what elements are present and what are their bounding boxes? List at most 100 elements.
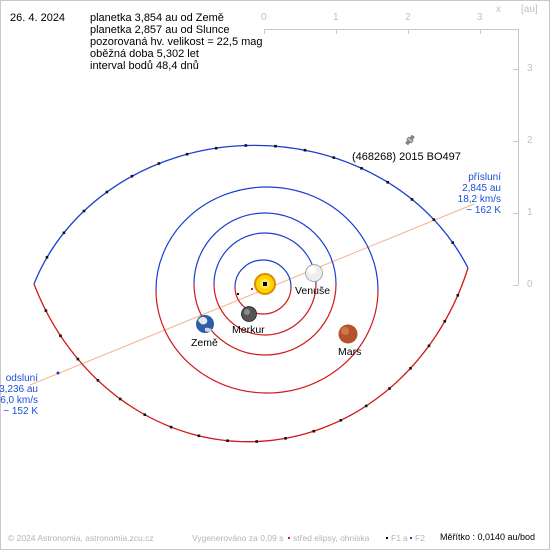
asteroid-position-dot <box>45 256 49 259</box>
earth-orbit-lower <box>193 283 337 356</box>
perihelion-info: přísluní 2,845 au 18,2 km/s ~ 162 K <box>458 172 501 216</box>
x-tick-label: 0 <box>261 12 267 23</box>
perihelion-speed: 18,2 km/s <box>457 194 501 205</box>
aphelion-info: odsluní 3,236 au 16,0 km/s ~ 152 K <box>0 373 38 417</box>
asteroid-position-dot <box>118 397 122 401</box>
asteroid-position-dot <box>76 357 80 361</box>
aphelion-title: odsluní <box>5 373 38 384</box>
generated-time: Vygenerováno za 0,09 s <box>192 533 284 543</box>
asteroid-position-dot <box>409 367 412 370</box>
venus-highlight <box>308 266 316 274</box>
scale-label: Měřítko : 0,0140 au/bod <box>440 532 536 542</box>
asteroid-position-dot <box>432 218 436 221</box>
asteroid-position-dot <box>143 413 147 416</box>
asteroid-position-dot <box>443 320 447 323</box>
earth-icon <box>196 315 214 333</box>
legend-f2-dot <box>410 537 412 539</box>
asteroid-position-dot <box>312 429 316 433</box>
info-line: pozorovaná hv. velikost = 22,5 mag <box>90 36 263 48</box>
earth-orbit <box>193 212 337 285</box>
asteroid-orbit-below-ecliptic <box>33 267 469 443</box>
asteroid-position-dot <box>274 144 277 148</box>
asteroid-position-dot <box>105 190 109 194</box>
legend-f1-dot <box>386 537 388 539</box>
asteroid-position-dot <box>386 181 389 184</box>
asteroid-position-dot <box>82 209 86 213</box>
asteroid-position-dot <box>44 309 48 312</box>
venus-label: Venuše <box>295 285 331 297</box>
mars-label: Mars <box>338 346 362 358</box>
mercury-label: Merkur <box>232 324 265 336</box>
asteroid-position-dot <box>255 440 258 443</box>
aphelion-speed: 16,0 km/s <box>0 395 38 406</box>
y-tick-label: 2 <box>527 135 533 146</box>
asteroid-position-dot <box>157 162 161 165</box>
asteroid-position-dot <box>244 144 248 147</box>
x-axis-label: x <box>496 4 501 15</box>
perihelion-distance: 2,845 au <box>462 183 501 194</box>
info-line: planetka 2,857 au od Slunce <box>90 24 230 36</box>
earth-label: Země <box>191 337 218 349</box>
mercury-orbit <box>234 259 292 288</box>
aphelion-marker <box>56 371 60 375</box>
legend-center-dot <box>288 537 290 539</box>
legend-center-label: střed elipsy, ohniska <box>293 533 370 543</box>
asteroid-position-dot <box>451 241 454 244</box>
asteroid-position-dot <box>339 419 343 422</box>
apsides-line <box>29 203 475 386</box>
legend-f2-label: F2 <box>415 533 425 543</box>
mars-icon <box>338 324 358 344</box>
copyright: © 2024 Astronomia, astronomia.zcu.cz <box>8 533 154 543</box>
asteroid-position-dots <box>44 144 460 443</box>
asteroid-position-dot <box>197 434 201 438</box>
sun-icon <box>254 273 276 295</box>
asteroid-position-dot <box>360 167 363 170</box>
venus-orbit-lower <box>213 283 317 336</box>
asteroid-position-dot <box>59 334 62 338</box>
mars-orbit <box>155 186 379 291</box>
date-label: 26. 4. 2024 <box>10 12 66 24</box>
aphelion-distance: 3,236 au <box>0 384 38 395</box>
asteroid-position-dot <box>364 404 368 408</box>
asteroid-position-dot <box>427 344 431 348</box>
venus-orbit <box>213 232 317 285</box>
asteroid-icon <box>405 134 415 146</box>
asteroid-position-dot <box>332 156 336 159</box>
y-tick-label: 3 <box>527 63 533 74</box>
info-line: interval bodů 48,4 dnů <box>90 60 199 72</box>
planet-orbits <box>155 186 379 394</box>
mercury-orbit-lower <box>234 286 292 315</box>
mars-orbit-lower <box>155 289 379 394</box>
asteroid-position-dot <box>185 152 189 156</box>
y-tick-label: 0 <box>527 279 533 290</box>
asteroid-position-dot <box>456 294 460 297</box>
asteroid-orbit <box>33 144 469 443</box>
legend-f1-label: F1 <box>391 533 401 543</box>
perihelion-temp: ~ 162 K <box>466 205 501 216</box>
asteroid-position-dot <box>284 437 287 440</box>
info-line: oběžná doba 5,302 let <box>90 48 199 60</box>
asteroid-position-dot <box>226 439 229 442</box>
x-tick-label: 3 <box>477 12 483 23</box>
x-tick-label: 1 <box>333 12 339 23</box>
x-tick-label: 2 <box>405 12 411 23</box>
asteroid-position-dot <box>130 174 134 178</box>
asteroid-label: (468268) 2015 BO497 <box>352 151 461 163</box>
unit-label: [au] <box>521 4 538 15</box>
info-line: planetka 3,854 au od Země <box>90 12 224 24</box>
perihelion-title: přísluní <box>468 172 501 183</box>
asteroid-position-dot <box>214 146 218 150</box>
asteroid-position-dot <box>410 198 414 201</box>
asteroid-position-dot <box>62 231 66 235</box>
asteroid-position-dot <box>96 379 100 382</box>
aphelion-temp: ~ 152 K <box>3 406 38 417</box>
y-tick-label: 1 <box>527 207 533 218</box>
ellipse-center-marker <box>251 288 253 290</box>
mercury-highlight <box>244 309 250 315</box>
axes <box>264 29 519 286</box>
asteroid-position-dot <box>388 387 391 390</box>
asteroid-position-dot <box>303 148 307 152</box>
